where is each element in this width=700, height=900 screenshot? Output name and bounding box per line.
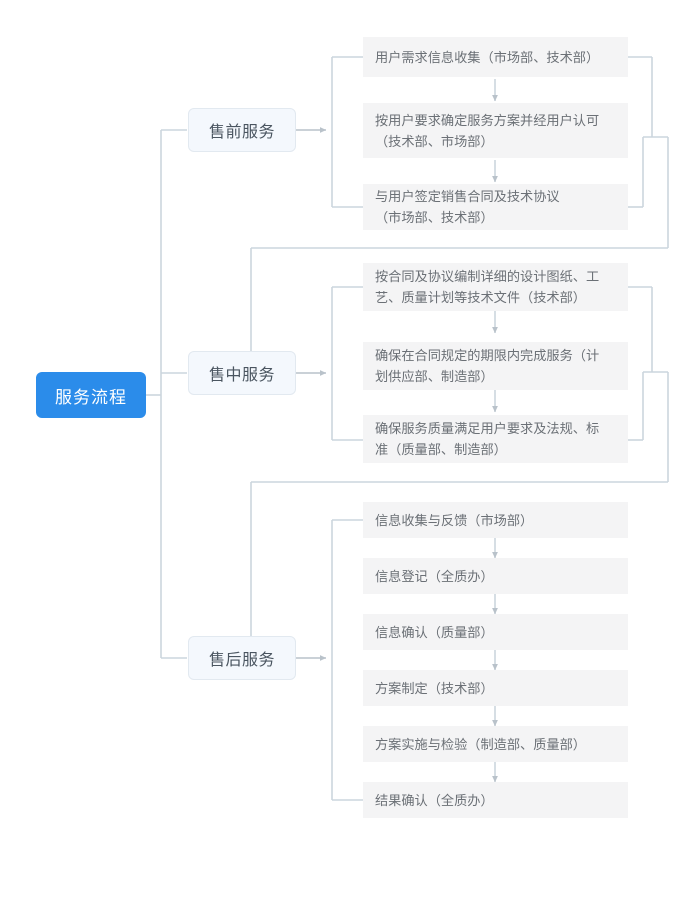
step-line: 确保服务质量满足用户要求及法规、标	[375, 421, 600, 436]
step-line: 确保在合同规定的期限内完成服务（计	[375, 348, 600, 363]
step-line: 准（质量部、制造部）	[375, 442, 507, 457]
step-node[interactable]: 方案制定（技术部）	[363, 670, 628, 706]
step-line: 信息登记（全质办）	[375, 568, 494, 584]
stage-node-label: 售前服务	[208, 124, 275, 141]
step-line: 信息收集与反馈（市场部）	[375, 512, 534, 528]
step-node[interactable]: 结果确认（全质办）	[363, 782, 628, 818]
root-node[interactable]: 服务流程	[36, 372, 146, 418]
step-line: 按合同及协议编制详细的设计图纸、工	[375, 269, 600, 284]
stage-node-label: 售中服务	[208, 367, 275, 384]
step-node[interactable]: 用户需求信息收集（市场部、技术部）	[363, 37, 628, 77]
step-node[interactable]: 确保在合同规定的期限内完成服务（计 划供应部、制造部）	[363, 342, 628, 390]
step-line: （市场部、技术部）	[375, 210, 494, 225]
step-node[interactable]: 信息确认（质量部）	[363, 614, 628, 650]
step-line: 结果确认（全质办）	[375, 792, 494, 808]
step-line: 方案实施与检验（制造部、质量部）	[375, 736, 586, 752]
stage-node-aftersale[interactable]: 售后服务	[188, 636, 296, 680]
step-node[interactable]: 信息收集与反馈（市场部）	[363, 502, 628, 538]
step-line: 与用户签定销售合同及技术协议	[375, 189, 560, 204]
step-node[interactable]: 按合同及协议编制详细的设计图纸、工 艺、质量计划等技术文件（技术部）	[363, 263, 628, 311]
step-line: 用户需求信息收集（市场部、技术部）	[375, 49, 600, 65]
stage-node-presale[interactable]: 售前服务	[188, 108, 296, 152]
root-node-label: 服务流程	[55, 387, 127, 407]
step-line: 方案制定（技术部）	[375, 680, 494, 696]
step-node[interactable]: 确保服务质量满足用户要求及法规、标 准（质量部、制造部）	[363, 415, 628, 463]
step-node[interactable]: 按用户要求确定服务方案并经用户认可 （技术部、市场部）	[363, 103, 628, 158]
step-line: 划供应部、制造部）	[375, 369, 494, 384]
step-line: 艺、质量计划等技术文件（技术部）	[375, 290, 586, 305]
step-line: （技术部、市场部）	[375, 133, 494, 149]
step-line: 按用户要求确定服务方案并经用户认可	[375, 112, 600, 128]
step-node[interactable]: 信息登记（全质办）	[363, 558, 628, 594]
step-node[interactable]: 与用户签定销售合同及技术协议 （市场部、技术部）	[363, 184, 628, 230]
stage-node-label: 售后服务	[208, 652, 275, 669]
step-node[interactable]: 方案实施与检验（制造部、质量部）	[363, 726, 628, 762]
step-line: 信息确认（质量部）	[375, 624, 494, 640]
stage-node-midsale[interactable]: 售中服务	[188, 351, 296, 395]
